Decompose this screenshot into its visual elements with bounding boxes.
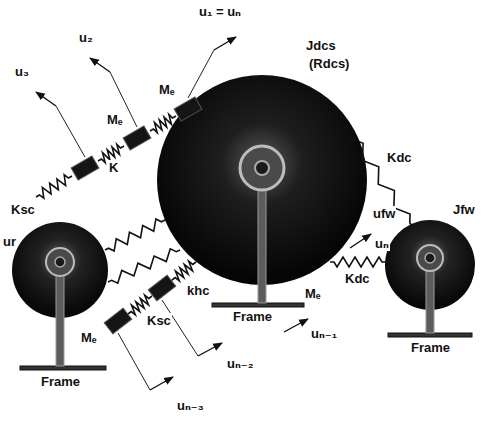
mass-label: Mₑ (304, 286, 322, 301)
inertia-label: Jfw (452, 202, 476, 217)
spring (105, 219, 165, 251)
inertia-label: Jdcs (305, 38, 337, 53)
mass-label: Mₑ (158, 82, 176, 97)
frame-label: Frame (232, 309, 273, 324)
displacement-label: u₂ (78, 30, 94, 45)
displacement-label: ufw (372, 206, 396, 221)
frame-label: Frame (40, 374, 81, 389)
mass-block (104, 308, 132, 334)
displacement-arrow (198, 343, 222, 356)
displacement-label: uₙ₋₂ (226, 356, 255, 371)
frame-label: Frame (410, 340, 451, 355)
mass-label: Mₑ (106, 112, 124, 127)
displacement-arrow (284, 319, 308, 332)
displacement-label: uₙ₋₁ (310, 326, 338, 341)
spring (345, 125, 412, 226)
mass-label: Mₑ (80, 330, 98, 345)
stiffness-label: khc (186, 283, 210, 298)
spring (330, 257, 386, 267)
displacement-arrow (150, 377, 173, 390)
mass-block (71, 156, 99, 180)
leader-line (56, 106, 85, 157)
spring (150, 114, 176, 132)
link-rod (200, 95, 214, 103)
spring (128, 295, 152, 315)
hub (46, 146, 443, 276)
frame-base (20, 303, 472, 370)
support-post (56, 180, 434, 366)
displacement-label: u₁ = uₙ (198, 4, 242, 19)
mass-block (174, 97, 202, 121)
displacement-arrow (36, 92, 56, 106)
mass-block (148, 275, 176, 301)
displacement-label: ur (2, 234, 17, 249)
stiffness-label: Kdc (386, 150, 413, 165)
displacement-arrow (214, 37, 236, 50)
stiffness-label: Ksc (10, 202, 36, 217)
stiffness-label: Ksc (146, 313, 172, 328)
displacement-arrow (90, 58, 110, 72)
mass-block (123, 126, 151, 150)
spring (172, 261, 196, 281)
displacement-label: uₙ (374, 236, 390, 251)
leader-line (162, 300, 198, 356)
leader-line (118, 333, 150, 390)
stiffness-label: K (108, 160, 119, 175)
leader-line (188, 50, 214, 98)
displacement-label: uₙ₋₃ (176, 398, 205, 413)
spring (36, 175, 72, 198)
stiffness-label: Kdc (344, 271, 371, 286)
radius-label: (Rdcs) (308, 56, 350, 71)
displacement-label: u₃ (14, 64, 30, 79)
displacement-arrow (350, 234, 371, 248)
